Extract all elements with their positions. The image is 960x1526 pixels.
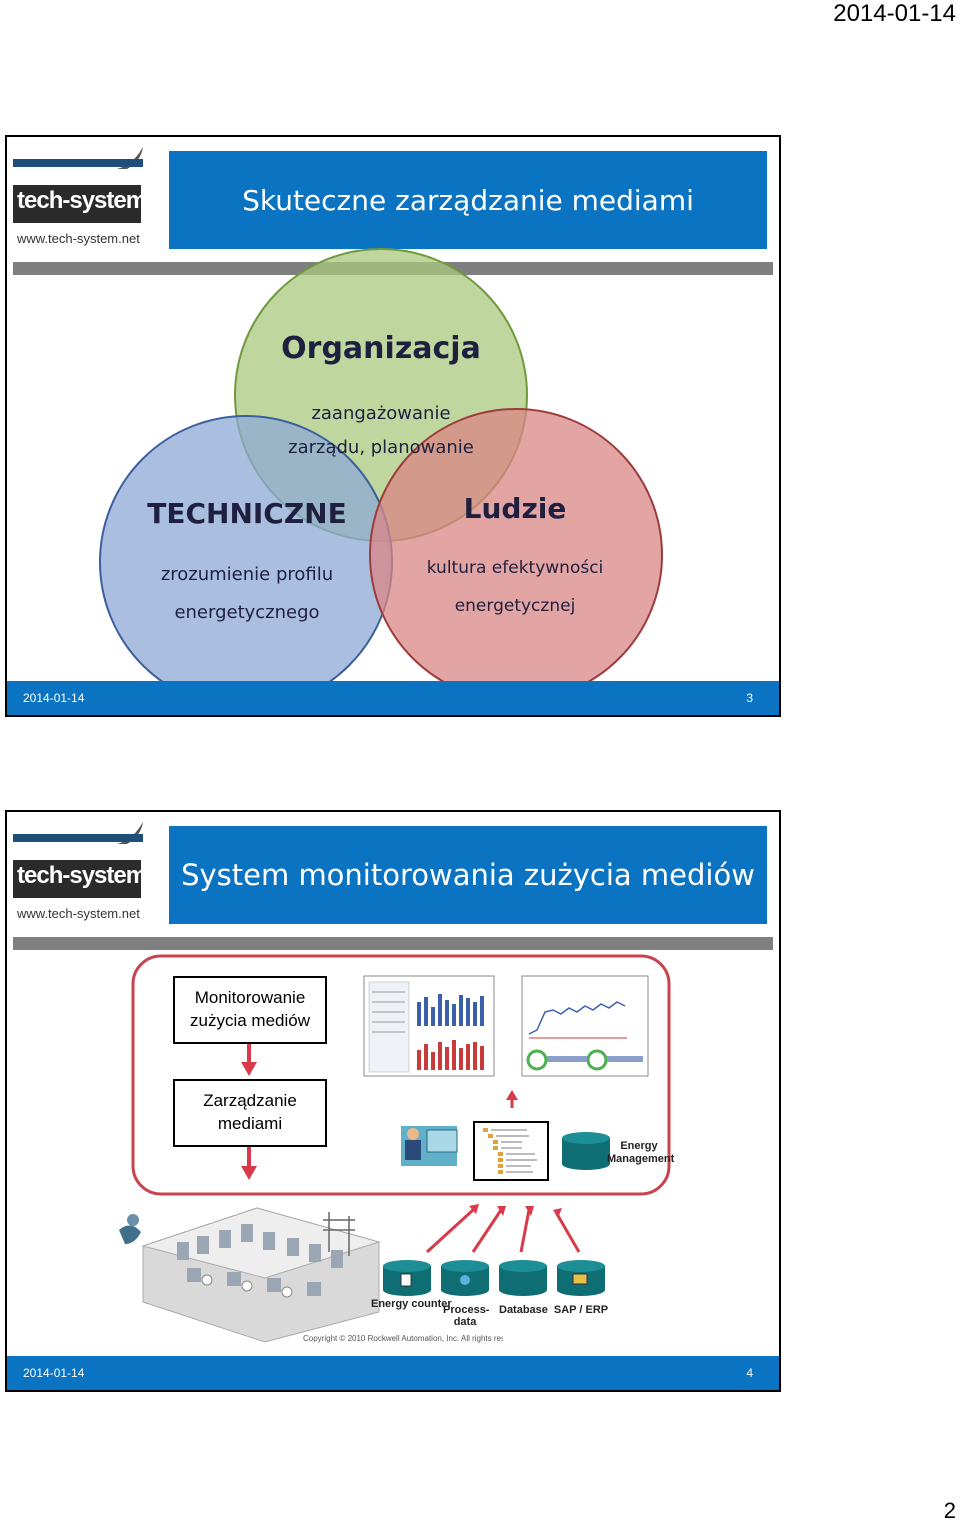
techniczne-line2: energetycznego [174,602,320,623]
ludzie-line2: energetycznej [454,596,576,616]
logo-stripe [13,159,143,167]
slide-4: tech-system www.tech-system.net System m… [5,810,781,1392]
organizacja-title: Organizacja [281,331,481,366]
venn-diagram [99,248,663,709]
company-logo: tech-system www.tech-system.net [13,145,147,249]
organizacja-line1: zaangażowanie [311,403,451,424]
process-data-label: Process-data [443,1304,490,1329]
slide-number: 4 [746,1366,753,1380]
copyright-note: Copyright © 2010 Rockwell Automation, In… [303,1334,503,1343]
slide-3: tech-system www.tech-system.net Skuteczn… [5,135,781,717]
system-diagram [119,954,671,1343]
slide-footer: 2014-01-14 3 [7,681,779,715]
ludzie-title: Ludzie [463,492,567,525]
logo-box [13,185,141,223]
energy-counter-label: Energy counter [371,1298,452,1310]
slide-footer: 2014-01-14 4 [7,1356,779,1390]
techniczne-circle [99,415,393,709]
operator-icon [401,1126,458,1166]
page-number: 2 [943,1498,956,1523]
organizacja-line2: zarządu, planowanie [288,437,474,458]
page-date: 2014-01-14 [833,0,956,27]
energy-management-label: Energy Management [607,1140,675,1165]
sap-erp-label: SAP / ERP [553,1304,609,1316]
arrow-down-1 [241,1044,257,1076]
slide-title: Skuteczne zarządzanie mediami [169,151,767,249]
techniczne-line1: zrozumienie profilu [160,564,334,585]
logo-stripe [13,834,143,842]
arrow-up-small [506,1090,518,1108]
database-process-data-icon [441,1260,489,1296]
energy-report-screenshot [363,975,495,1077]
data-flow-arrows [425,1208,581,1254]
footer-date: 2014-01-14 [23,691,85,705]
ludzie-line1: kultura efektywności [426,558,604,578]
database-database-icon [499,1260,547,1296]
techniczne-title: TECHNICZNE [147,497,347,530]
efficiency-report-screenshot [521,975,649,1077]
logo-url: www.tech-system.net [17,906,140,921]
monitoring-box: Monitorowanie zużycia mediów [173,976,327,1044]
company-logo: tech-system www.tech-system.net [13,820,147,924]
footer-date: 2014-01-14 [23,1366,85,1380]
logo-box [13,860,141,898]
arrow-down-2 [241,1147,257,1180]
energy-management-database-icon [562,1132,610,1170]
slide-number: 3 [746,691,753,705]
logo-brand-text: tech-system [17,187,147,214]
factory-illustration [119,1207,381,1343]
slide-title: System monitorowania zużycia mediów [169,826,767,924]
logo-brand-text: tech-system [17,862,147,889]
database-sap-erp-icon [557,1260,605,1296]
logo-url: www.tech-system.net [17,231,140,246]
divider-bar [13,937,773,950]
database-label: Database [499,1304,548,1316]
management-box: Zarządzanie mediami [173,1079,327,1147]
system-boundary [131,954,671,1196]
database-energy-counter-icon [383,1260,431,1296]
tree-view-panel [473,1121,549,1181]
